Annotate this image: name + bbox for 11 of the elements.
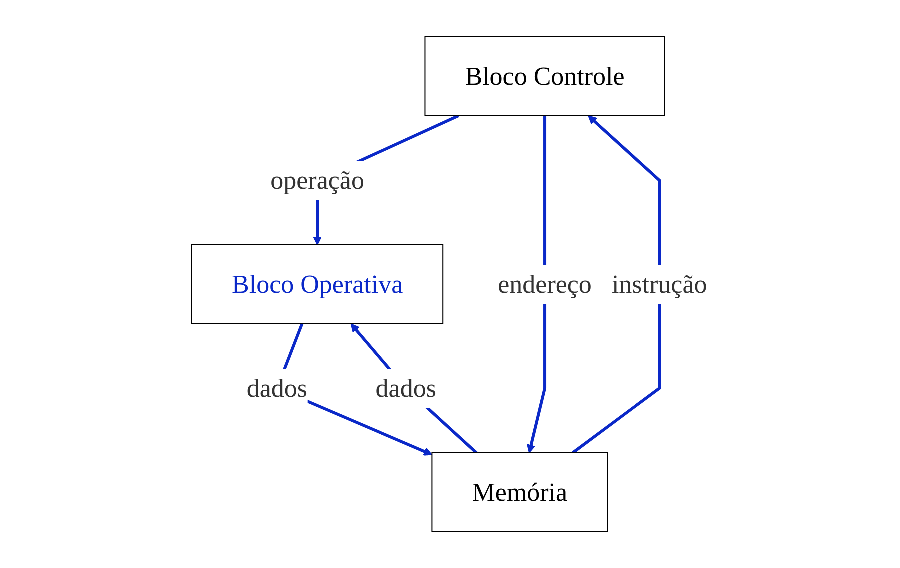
arrow [351,323,478,454]
edge-label: operação [271,166,365,194]
node-box: Memória [432,452,608,532]
node-box: Bloco Operativa [192,244,444,324]
edge-label: dados [247,374,308,402]
edge-label: dados [376,374,437,402]
arrow [572,115,662,454]
edge-label: endereço [498,270,592,298]
edge-label: instrução [612,270,708,298]
arrow [527,116,547,453]
node-box: Bloco Controle [425,36,666,116]
